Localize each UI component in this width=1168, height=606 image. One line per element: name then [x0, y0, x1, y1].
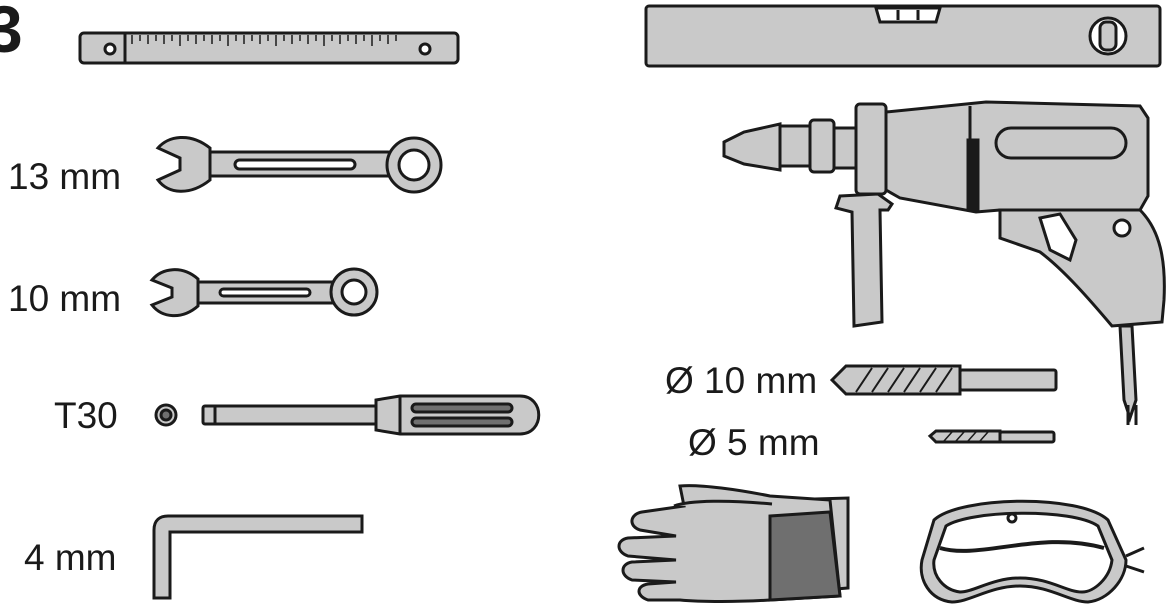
work-gloves-icon	[617, 484, 850, 603]
wrench-13-icon	[155, 136, 443, 194]
allen-key-label: 4 mm	[24, 537, 117, 578]
wrench-10-icon	[149, 267, 379, 318]
drill-bit-5-label: Ø 5 mm	[688, 422, 820, 463]
drill-bit-10-icon	[829, 364, 1058, 396]
wrench-13-label: 13 mm	[8, 156, 122, 197]
power-drill-icon	[722, 100, 1166, 425]
step-number: 3	[0, 0, 23, 66]
folding-ruler-icon	[78, 31, 460, 65]
torx-screwdriver-icon	[154, 394, 541, 436]
spirit-level-icon	[644, 4, 1162, 68]
drill-bit-5-icon	[927, 429, 1056, 444]
screwdriver-label: T30	[54, 395, 118, 436]
safety-goggles-icon	[919, 499, 1145, 604]
drill-bit-10-label: Ø 10 mm	[665, 360, 818, 401]
wrench-10-label: 10 mm	[8, 278, 122, 319]
allen-key-icon	[152, 514, 364, 600]
